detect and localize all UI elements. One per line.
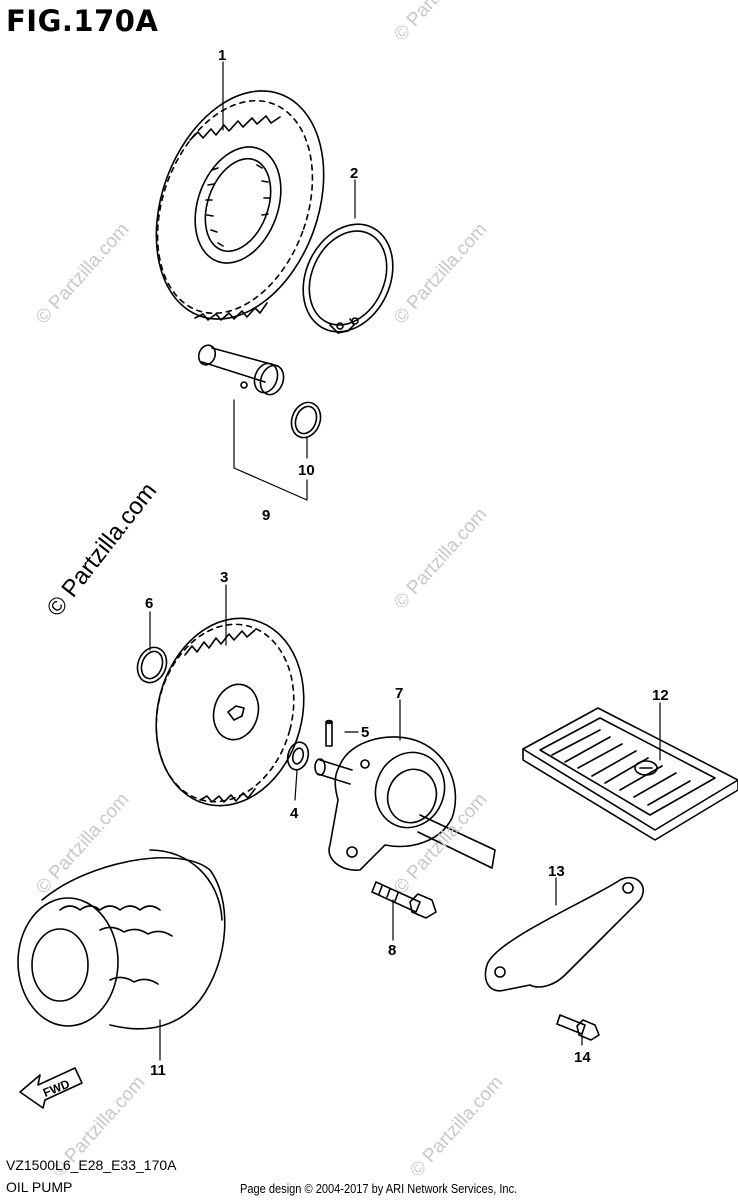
callout-4: 4 [290,805,299,822]
part-1-gear[interactable] [126,67,353,342]
part-7-oil-pump[interactable] [314,736,496,871]
callout-1: 1 [218,47,226,64]
watermarks: © Partzilla.com © Partzilla.com © Partzi… [32,0,507,1181]
part-13-bracket[interactable] [484,876,644,992]
section-name: OIL PUMP [6,1179,73,1195]
callout-5: 5 [361,724,369,741]
callout-9: 9 [262,507,270,524]
watermark: © Partzilla.com [32,219,133,328]
page-credit: Page design © 2004-2017 by ARI Network S… [240,1181,518,1196]
callout-11: 11 [150,1062,166,1079]
part-10-o-ring[interactable] [287,398,326,441]
part-5-pin[interactable] [325,719,333,747]
callout-2: 2 [350,165,358,182]
callout-3: 3 [220,569,228,586]
part-9-shaft[interactable] [196,343,287,398]
callout-labels: 1 2 3 4 5 6 7 8 9 10 11 12 13 14 FWD [41,47,669,1100]
part-2-circlip[interactable] [286,209,409,346]
fwd-arrow [19,1067,83,1109]
callout-14: 14 [574,1049,591,1066]
part-12-strainer[interactable] [522,707,738,841]
fwd-label: FWD [41,1077,72,1100]
watermark: © Partzilla.com [390,219,491,328]
model-code: VZ1500L6_E28_E33_170A [6,1157,177,1173]
callout-8: 8 [388,942,396,959]
part-6-snap-ring[interactable] [133,643,172,686]
callout-6: 6 [145,595,153,612]
callout-7: 7 [395,685,403,702]
watermark: © Partzilla.com [390,504,491,613]
watermark: © Partzilla.com [32,789,133,898]
callout-12: 12 [652,687,669,704]
callout-13: 13 [548,863,565,880]
part-11-oil-filter[interactable] [17,849,226,1030]
part-8-bolt[interactable] [371,881,437,919]
watermark: © Partzilla.com [390,0,491,45]
leader-lines [149,61,661,1061]
part-3-driven-gear[interactable] [136,602,324,823]
watermark: © Partzilla.com [406,1072,507,1181]
part-4-washer[interactable] [285,740,312,772]
callout-10: 10 [298,462,315,479]
part-14-bolt[interactable] [556,1014,600,1041]
figure-title: FIG.170A [6,4,159,38]
